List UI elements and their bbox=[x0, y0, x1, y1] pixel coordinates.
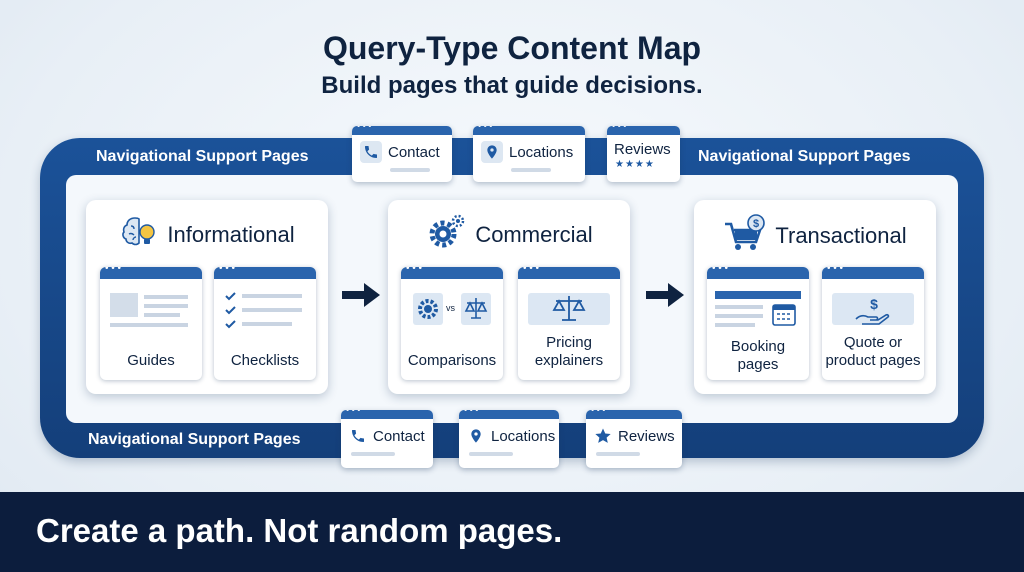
card-label: Pricing explainers bbox=[518, 334, 620, 370]
scale-icon bbox=[518, 287, 620, 337]
placeholder-line bbox=[469, 452, 513, 456]
window-bar bbox=[459, 410, 559, 419]
nav-card-label: Reviews bbox=[614, 141, 671, 158]
nav-card-label: Locations bbox=[509, 143, 574, 161]
stage-title: Transactional bbox=[775, 223, 907, 248]
nav-support-label-bottom: Navigational Support Pages bbox=[88, 431, 301, 448]
card-label-line: pages bbox=[737, 356, 779, 373]
window-bar bbox=[214, 267, 316, 279]
checklist-icon bbox=[214, 287, 316, 337]
window-bar bbox=[100, 267, 202, 279]
window-bar bbox=[707, 267, 809, 279]
calendar-icon bbox=[707, 287, 809, 337]
brain-lightbulb-icon bbox=[119, 214, 159, 256]
arrow-right-icon bbox=[342, 283, 380, 307]
hand-dollar-icon: $ bbox=[822, 287, 924, 337]
window-bar bbox=[586, 410, 682, 419]
svg-text:$: $ bbox=[753, 218, 759, 230]
svg-text:$: $ bbox=[870, 296, 878, 312]
nav-card-locations-top[interactable]: Locations bbox=[473, 126, 585, 182]
gear-vs-scale-icon: vs bbox=[401, 287, 503, 337]
stage-title: Informational bbox=[167, 222, 295, 247]
card-quote-or-product-pages[interactable]: $ Quote or product pages bbox=[822, 267, 924, 380]
window-bar bbox=[607, 126, 680, 135]
phone-icon bbox=[360, 141, 382, 163]
nav-support-label-top-right: Navigational Support Pages bbox=[698, 148, 911, 165]
card-pricing-explainers[interactable]: Pricing explainers bbox=[518, 267, 620, 380]
card-comparisons[interactable]: vs Comparisons bbox=[401, 267, 503, 380]
card-guides[interactable]: Guides bbox=[100, 267, 202, 380]
nav-card-label: Contact bbox=[388, 143, 440, 161]
window-bar bbox=[518, 267, 620, 279]
card-label: Quote or product pages bbox=[822, 334, 924, 370]
nav-card-contact-top[interactable]: Contact bbox=[352, 126, 452, 182]
nav-card-contact-bottom[interactable]: Contact bbox=[341, 410, 433, 468]
page-title: Query-Type Content Map bbox=[322, 30, 702, 66]
article-icon bbox=[100, 287, 202, 337]
nav-card-reviews-top[interactable]: Reviews ★★★★ bbox=[607, 126, 680, 182]
shopping-cart-dollar-icon: $ bbox=[723, 214, 767, 258]
card-label-line: Quote or bbox=[843, 334, 903, 351]
card-label: Checklists bbox=[230, 352, 300, 369]
stage-title: Commercial bbox=[475, 222, 593, 247]
location-pin-icon bbox=[481, 141, 503, 163]
window-bar bbox=[822, 267, 924, 279]
placeholder-line bbox=[596, 452, 640, 456]
card-label-line: explainers bbox=[534, 352, 604, 369]
star-rating-icon: ★★★★ bbox=[615, 159, 655, 170]
nav-card-label: Locations bbox=[491, 427, 556, 445]
card-checklists[interactable]: Checklists bbox=[214, 267, 316, 380]
nav-card-locations-bottom[interactable]: Locations bbox=[459, 410, 559, 468]
phone-icon bbox=[347, 425, 369, 447]
star-icon bbox=[592, 425, 614, 447]
placeholder-line bbox=[390, 168, 430, 172]
nav-card-label: Contact bbox=[373, 427, 425, 445]
card-label: Comparisons bbox=[407, 352, 497, 369]
placeholder-line bbox=[351, 452, 395, 456]
window-bar bbox=[473, 126, 585, 135]
footer-banner bbox=[0, 492, 1024, 572]
card-label-line: Pricing bbox=[546, 334, 592, 351]
nav-card-reviews-bottom[interactable]: Reviews bbox=[586, 410, 682, 468]
card-label: Guides bbox=[127, 352, 175, 369]
vs-label: vs bbox=[446, 303, 455, 313]
stage-informational: Informational Guides Ch bbox=[86, 200, 328, 394]
card-booking-pages[interactable]: Booking pages bbox=[707, 267, 809, 380]
footer-tagline: Create a path. Not random pages. bbox=[36, 512, 563, 549]
window-bar bbox=[341, 410, 433, 419]
nav-support-label-top-left: Navigational Support Pages bbox=[96, 148, 309, 165]
location-pin-icon bbox=[465, 425, 487, 447]
card-label-line: product pages bbox=[825, 352, 921, 369]
window-bar bbox=[352, 126, 452, 135]
page-subtitle: Build pages that guide decisions. bbox=[321, 72, 703, 99]
stage-transactional: $ Transactional Booking pages bbox=[694, 200, 936, 394]
arrow-right-icon bbox=[646, 283, 684, 307]
nav-card-label: Reviews bbox=[618, 427, 675, 445]
window-bar bbox=[401, 267, 503, 279]
card-label-line: Booking bbox=[730, 338, 786, 355]
card-label: Booking pages bbox=[707, 338, 809, 374]
gears-icon bbox=[425, 214, 467, 256]
placeholder-line bbox=[511, 168, 551, 172]
stage-commercial: Commercial vs Comparisons Pricing explai bbox=[388, 200, 630, 394]
